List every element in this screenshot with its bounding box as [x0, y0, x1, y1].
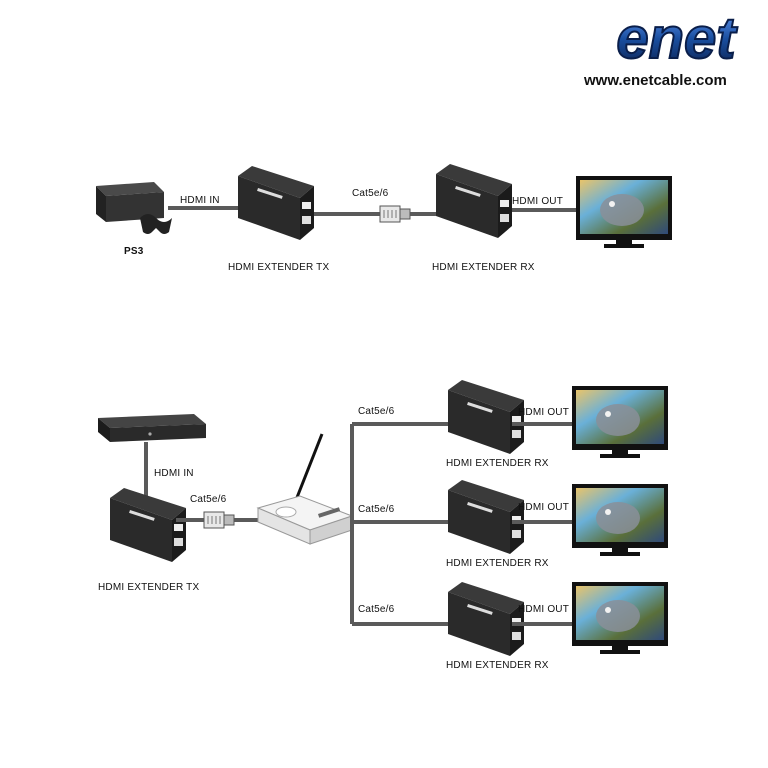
- gamepad-icon: [140, 214, 172, 234]
- tx-label-2: HDMI EXTENDER TX: [98, 582, 200, 593]
- branch-rx-label: HDMI EXTENDER RX: [446, 660, 549, 671]
- diagram2: [98, 380, 668, 656]
- rj45-connector: [379, 205, 411, 223]
- tx-extender: [238, 166, 314, 240]
- rx-extender-b3: [448, 582, 524, 656]
- tx-extender-2: [110, 488, 186, 562]
- rj45-connector-2: [203, 511, 235, 529]
- branch-cable-label: Cat5e/6: [358, 504, 395, 515]
- branch-cable-label: Cat5e/6: [358, 406, 395, 417]
- svg-text:enet: enet: [616, 8, 738, 68]
- set-top-box: [98, 414, 206, 442]
- branch-rx-label: HDMI EXTENDER RX: [446, 558, 549, 569]
- cable-label: Cat5e/6: [352, 188, 389, 199]
- website-url: www.enetcable.com: [584, 72, 727, 89]
- branch-hdmi-out-label: HDMI OUT: [518, 604, 570, 615]
- branch-hdmi-out-label: HDMI OUT: [518, 502, 570, 513]
- tv-display-b2: [572, 484, 668, 556]
- cable-in-label: Cat5e/6: [190, 494, 227, 505]
- rx-label: HDMI EXTENDER RX: [432, 262, 535, 273]
- antenna: [294, 433, 324, 501]
- branch-rx-label: HDMI EXTENDER RX: [446, 458, 549, 469]
- rx-extender-b2: [448, 480, 524, 554]
- tv-display: [576, 176, 672, 248]
- branch-hdmi-out-label: HDMI OUT: [518, 407, 570, 418]
- tv-display-b1: [572, 386, 668, 458]
- branch-cable-label: Cat5e/6: [358, 604, 395, 615]
- diagram1: [96, 164, 672, 248]
- rx-extender-b1: [448, 380, 524, 454]
- tx-label: HDMI EXTENDER TX: [228, 262, 330, 273]
- network-switch: [256, 433, 354, 545]
- rx-extender: [436, 164, 512, 238]
- tv-display-b3: [572, 582, 668, 654]
- hdmi-out-label: HDMI OUT: [512, 196, 564, 207]
- enet-logo: enet: [615, 8, 739, 68]
- hdmi-in-label-2: HDMI IN: [154, 468, 194, 479]
- hdmi-in-label: HDMI IN: [180, 195, 220, 206]
- ps3-label: PS3: [124, 246, 144, 257]
- ps3-console: [96, 182, 172, 234]
